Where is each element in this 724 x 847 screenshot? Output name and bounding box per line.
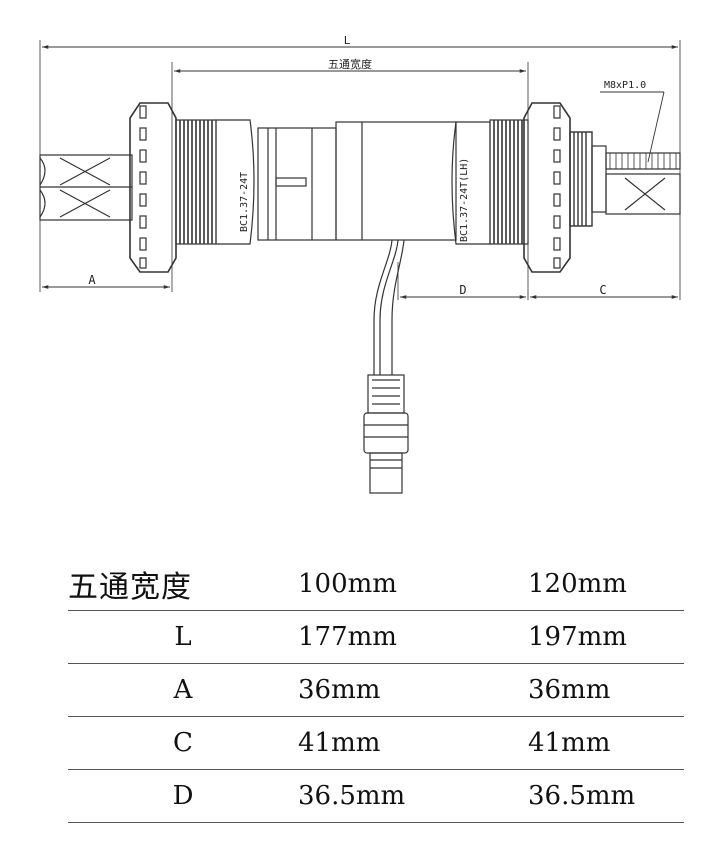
- right-cup-flange: [523, 102, 571, 273]
- right-nut: [569, 131, 607, 227]
- table-row: C 41mm 41mm: [68, 717, 684, 770]
- dim-D: [397, 262, 526, 300]
- sensor-module: [257, 121, 457, 241]
- row-label: C: [173, 728, 193, 758]
- cell-value: 197mm: [528, 622, 627, 652]
- row-label: A: [173, 675, 193, 705]
- connector: [363, 374, 409, 494]
- value-120: 120mm: [528, 569, 627, 599]
- cell-value: 177mm: [298, 622, 397, 652]
- table-row: D 36.5mm 36.5mm: [68, 770, 684, 823]
- cell-value: 41mm: [528, 728, 611, 758]
- table-row: L 177mm 197mm: [68, 611, 684, 664]
- cell-value: 36.5mm: [298, 781, 406, 811]
- cell-value: 41mm: [298, 728, 381, 758]
- right-spindle: [605, 152, 681, 215]
- shell-width-label: 五通宽度: [68, 570, 192, 605]
- bottom-bracket-drawing: L 五通宽度 A D C M8xP1.0 BC1.37-24T BC1.37-2…: [39, 34, 681, 494]
- thread-label: M8xP1.0: [604, 80, 646, 91]
- left-cup-marking: BC1.37-24T: [239, 172, 250, 232]
- row-label: D: [172, 781, 194, 811]
- table-row: A 36mm 36mm: [68, 664, 684, 717]
- dim-A-label: A: [88, 273, 96, 287]
- right-thread: [489, 119, 529, 245]
- dim-shell-label: 五通宽度: [328, 57, 372, 71]
- right-cup-body: [451, 121, 491, 245]
- left-spindle: [39, 154, 133, 221]
- row-label: L: [174, 622, 192, 652]
- left-cup-body: [215, 119, 255, 245]
- thread-callout: [600, 91, 665, 163]
- dim-L-label: L: [344, 34, 351, 47]
- right-cup-marking: BC1.37-24T(LH): [459, 158, 470, 242]
- left-cup-flange: [129, 102, 177, 273]
- value-100: 100mm: [298, 569, 397, 599]
- cell-value: 36mm: [298, 675, 381, 705]
- dim-D-label: D: [459, 283, 466, 297]
- dim-C-label: C: [599, 283, 606, 297]
- cable: [373, 239, 405, 375]
- spec-table: 五通宽度 100mm 120mm L 177mm 197mm A 36mm 36…: [68, 558, 684, 823]
- left-thread: [175, 119, 217, 245]
- table-row-header: 五通宽度 100mm 120mm: [68, 558, 684, 611]
- cell-value: 36mm: [528, 675, 611, 705]
- cell-value: 36.5mm: [528, 781, 636, 811]
